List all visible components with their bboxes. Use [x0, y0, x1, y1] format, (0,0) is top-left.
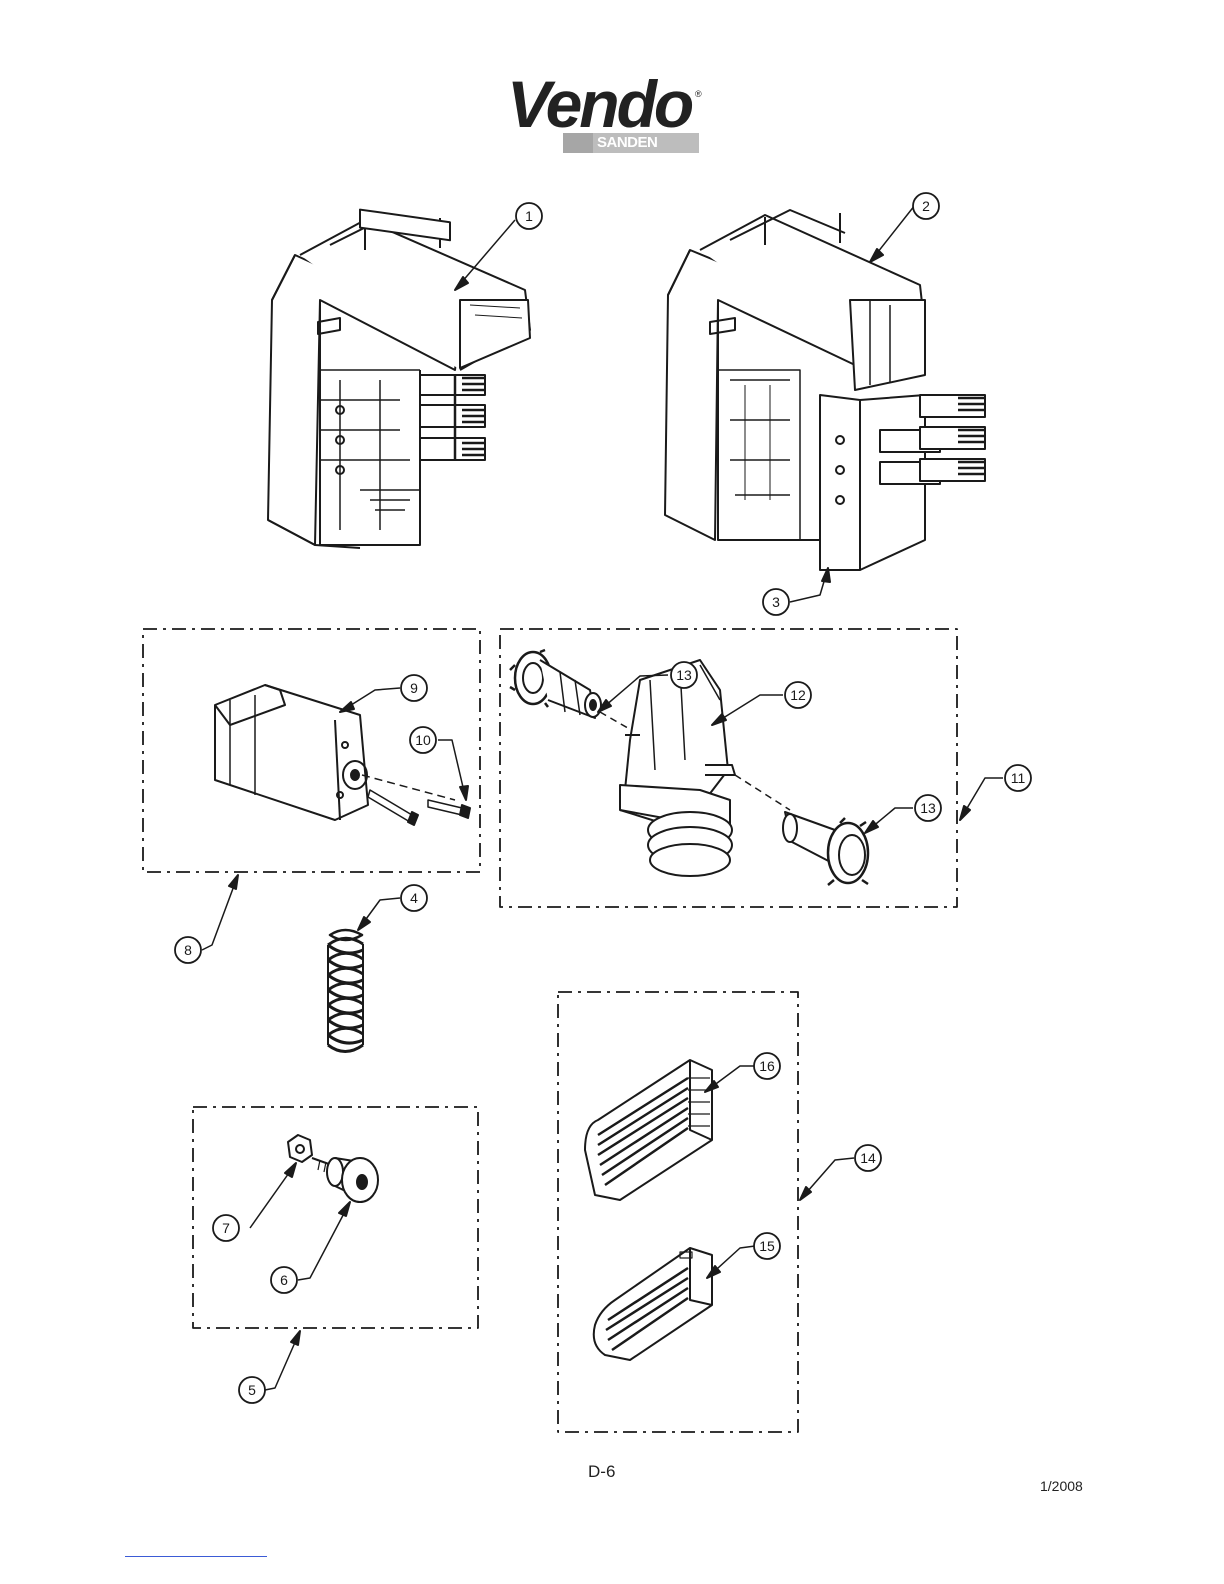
callout-4: 4 — [401, 885, 427, 911]
page-number: D-6 — [588, 1462, 615, 1482]
callout-11: 11 — [1005, 765, 1031, 791]
callout-label: 9 — [410, 680, 418, 696]
callout-13: 13 — [915, 795, 941, 821]
callout-6: 6 — [271, 1267, 297, 1293]
callout-label: 14 — [860, 1150, 876, 1166]
button-kit-box — [558, 992, 854, 1432]
callout-label: 13 — [676, 667, 692, 683]
callout-15: 15 — [754, 1233, 780, 1259]
callout-label: 11 — [1011, 770, 1026, 786]
callout-label: 3 — [772, 594, 780, 610]
callout-label: 6 — [280, 1272, 288, 1288]
callout-5: 5 — [239, 1377, 265, 1403]
motor-kit-box — [143, 629, 480, 950]
revision-date: 1/2008 — [1040, 1478, 1083, 1494]
callout-label: 1 — [525, 208, 533, 224]
dispenser-assembly-1 — [268, 210, 530, 548]
dispenser-assembly-2 — [665, 205, 985, 602]
callout-12: 12 — [785, 682, 811, 708]
callout-16: 16 — [754, 1053, 780, 1079]
callout-14: 14 — [855, 1145, 881, 1171]
callout-7: 7 — [213, 1215, 239, 1241]
wheel-kit-box — [193, 1107, 478, 1390]
callout-2: 2 — [913, 193, 939, 219]
callout-label: 12 — [790, 687, 806, 703]
callout-label: 5 — [248, 1382, 256, 1398]
callout-label: 4 — [410, 890, 418, 906]
footer-link-line[interactable] — [125, 1556, 267, 1557]
callout-8: 8 — [175, 937, 201, 963]
callout-3: 3 — [763, 589, 789, 615]
gear-kit-box — [500, 629, 1003, 907]
callout-label: 8 — [184, 942, 192, 958]
callout-9: 9 — [401, 675, 427, 701]
callout-10: 10 — [410, 727, 436, 753]
callout-label: 16 — [759, 1058, 775, 1074]
spring-part — [328, 898, 400, 1052]
callout-label: 13 — [920, 800, 936, 816]
callout-label: 7 — [222, 1220, 230, 1236]
callout-13: 13 — [671, 662, 697, 688]
callout-label: 15 — [759, 1238, 775, 1254]
callout-label: 2 — [922, 198, 930, 214]
callout-1: 1 — [516, 203, 542, 229]
callout-label: 10 — [415, 732, 431, 748]
